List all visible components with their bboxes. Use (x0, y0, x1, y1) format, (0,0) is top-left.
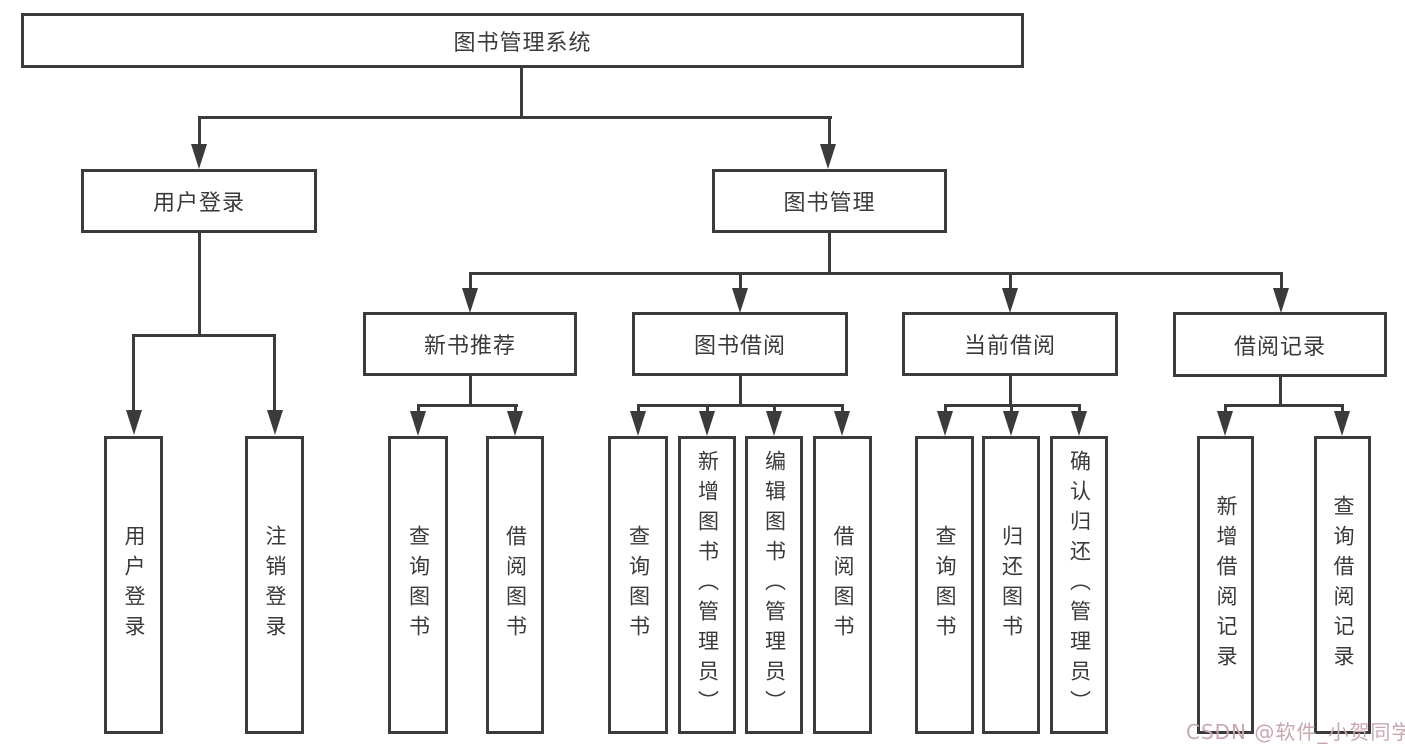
leaf-borrow-books-recommend: 借阅图书 (486, 436, 544, 734)
connector-line (417, 404, 518, 407)
connector-line (637, 404, 640, 414)
arrow-down-icon (699, 411, 715, 436)
arrow-down-icon (1002, 288, 1018, 313)
connector-line (739, 376, 742, 407)
node-label: 用户登录 (152, 191, 245, 216)
connector-line (469, 272, 1283, 275)
node-label: 查询图书 (406, 525, 431, 645)
connector-line (469, 272, 472, 290)
node-label: 图书管理系统 (453, 30, 592, 56)
node-current-borrow: 当前借阅 (902, 312, 1118, 376)
connector-line (828, 116, 831, 146)
arrow-down-icon (937, 411, 953, 436)
leaf-edit-books-admin: 编辑图书（管理员） (745, 436, 803, 734)
connector-line (773, 404, 776, 414)
node-label: 用户登录 (122, 525, 146, 645)
node-label: 注销登录 (263, 525, 287, 645)
leaf-confirm-return-admin: 确认归还（管理员） (1050, 436, 1108, 734)
node-label: 编辑图书（管理员） (762, 450, 787, 720)
arrow-down-icon (191, 144, 207, 169)
leaf-query-books-current: 查询图书 (915, 436, 974, 734)
leaf-query-books-recommend: 查询图书 (388, 436, 448, 734)
node-user-login: 用户登录 (81, 169, 317, 233)
arrow-down-icon (267, 410, 283, 435)
node-label: 新书推荐 (423, 334, 516, 359)
node-label: 借阅图书 (831, 525, 855, 645)
node-book-borrow: 图书借阅 (632, 312, 848, 376)
connector-line (514, 404, 517, 414)
connector-line (841, 404, 844, 414)
connector-line (1280, 272, 1283, 290)
connector-line (132, 334, 135, 412)
connector-line (520, 68, 523, 119)
watermark: CSDN @软件_小贺同学 (1186, 720, 1405, 744)
node-label: 当前借阅 (963, 334, 1056, 359)
arrow-down-icon (1003, 411, 1019, 436)
connector-line (273, 334, 276, 412)
node-label: 归还图书 (999, 525, 1024, 645)
node-label: 查询图书 (933, 525, 957, 645)
connector-line (1224, 404, 1227, 414)
arrow-down-icon (507, 411, 523, 436)
arrow-down-icon (1273, 288, 1289, 313)
node-borrow-records: 借阅记录 (1173, 312, 1387, 377)
leaf-query-borrow-record: 查询借阅记录 (1314, 436, 1371, 734)
connector-line (1010, 404, 1013, 414)
arrow-down-icon (732, 288, 748, 313)
connector-line (828, 232, 831, 275)
arrow-down-icon (1334, 411, 1350, 436)
leaf-query-books-borrow: 查询图书 (608, 436, 668, 734)
arrow-down-icon (834, 411, 850, 436)
node-label: 查询图书 (626, 525, 651, 645)
connector-line (1341, 404, 1344, 414)
arrow-down-icon (630, 411, 646, 436)
arrow-down-icon (462, 288, 478, 313)
node-label: 图书借阅 (693, 334, 786, 359)
leaf-add-borrow-record: 新增借阅记录 (1197, 436, 1254, 734)
connector-line (198, 233, 201, 336)
node-label: 新增图书（管理员） (695, 450, 720, 720)
node-label: 查询借阅记录 (1331, 495, 1355, 675)
arrow-down-icon (126, 410, 142, 435)
connector-line (1078, 404, 1081, 414)
connector-line (198, 116, 832, 119)
arrow-down-icon (1217, 411, 1233, 436)
leaf-add-books-admin: 新增图书（管理员） (678, 436, 736, 734)
connector-line (1279, 377, 1282, 407)
connector-line (1009, 376, 1012, 407)
node-root: 图书管理系统 (21, 13, 1024, 68)
leaf-borrow-books: 借阅图书 (813, 436, 872, 734)
node-book-management: 图书管理 (712, 169, 947, 233)
connector-line (1224, 404, 1344, 407)
connector-line (1009, 272, 1012, 290)
arrow-down-icon (820, 144, 836, 169)
leaf-user-login: 用户登录 (104, 436, 163, 734)
connector-line (198, 116, 201, 146)
node-label: 确认归还（管理员） (1067, 450, 1092, 720)
connector-line (469, 376, 472, 407)
arrow-down-icon (410, 411, 426, 436)
connector-line (417, 404, 420, 414)
connector-line (637, 404, 844, 407)
connector-line (706, 404, 709, 414)
connector-line (132, 334, 276, 337)
node-new-book-recommend: 新书推荐 (363, 312, 577, 376)
node-label: 新增借阅记录 (1214, 495, 1238, 675)
leaf-return-books: 归还图书 (982, 436, 1040, 734)
arrow-down-icon (1071, 411, 1087, 436)
node-label: 借阅图书 (503, 525, 528, 645)
node-label: 借阅记录 (1233, 334, 1326, 360)
node-label: 图书管理 (783, 191, 876, 216)
connector-line (944, 404, 947, 414)
leaf-logout: 注销登录 (245, 436, 304, 734)
arrow-down-icon (766, 411, 782, 436)
connector-line (739, 272, 742, 290)
